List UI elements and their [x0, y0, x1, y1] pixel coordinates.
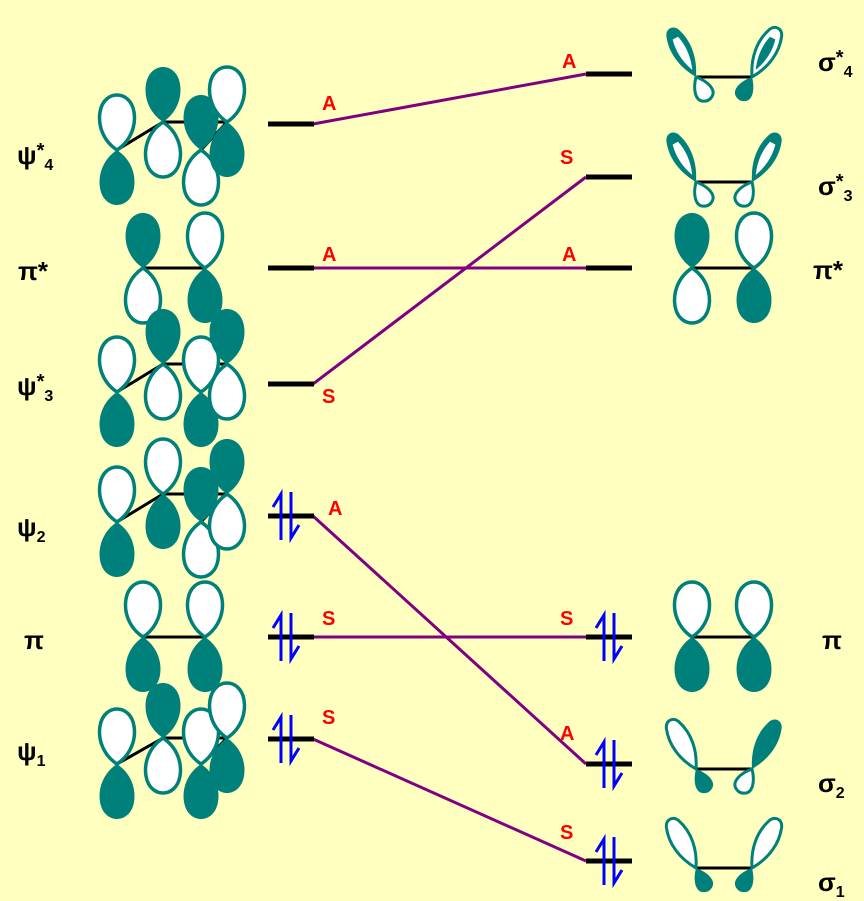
correlation-psi4-sigma4: [312, 72, 587, 126]
label-psi4: ψ*4: [17, 140, 54, 174]
symmetry-psi3: S: [322, 386, 336, 408]
symmetry-psi2: A: [328, 498, 343, 520]
orbital-pi-left: [126, 582, 223, 692]
label-psi3: ψ*3: [17, 371, 54, 405]
orbital-pistar-right: [675, 213, 772, 323]
symmetry-sigma1: S: [560, 822, 574, 844]
label-pistar-right: π*: [813, 255, 844, 285]
orbital-sigma3: [659, 126, 789, 212]
label-sigma1: σ1: [818, 867, 845, 901]
correlation-lines: [311, 72, 588, 863]
label-sigma3: σ*3: [818, 171, 853, 205]
orbital-psi1: [100, 683, 245, 819]
correlation-psi1-sigma1: [312, 737, 587, 863]
label-sigma2: σ2: [818, 768, 845, 802]
symmetry-sigma2: A: [560, 723, 575, 745]
label-pi-right: π: [822, 625, 842, 655]
label-sigma4: σ*4: [818, 47, 853, 81]
symmetry-sigma4: A: [562, 51, 577, 73]
orbital-sigma4: [659, 21, 789, 107]
symmetry-sigma3: S: [560, 147, 574, 169]
label-psi2: ψ2: [17, 512, 46, 546]
orbital-psi2: [100, 439, 245, 577]
orbital-pi-right: [675, 582, 772, 692]
orbital-psi3: [100, 309, 245, 447]
symmetry-pistar-right: A: [562, 244, 577, 266]
symmetry-pistar-left: A: [322, 244, 337, 266]
symmetry-pi-left: S: [322, 608, 336, 630]
label-pistar-left: π*: [18, 256, 49, 286]
label-pi-left: π: [24, 625, 44, 655]
symmetry-psi1: S: [322, 707, 336, 729]
label-psi1: ψ1: [17, 736, 46, 770]
orbital-psi4: [100, 67, 245, 205]
orbital-pistar-left: [126, 213, 223, 323]
right-energy-levels: [586, 71, 632, 864]
orbital-sigma1: [659, 812, 789, 898]
correlation-psi3-sigma3: [312, 175, 587, 386]
symmetry-psi4: A: [322, 93, 337, 115]
correlation-psi2-sigma2: [311, 514, 588, 766]
orbital-sigma2: [659, 713, 789, 799]
symmetry-pi-right: S: [560, 608, 574, 630]
